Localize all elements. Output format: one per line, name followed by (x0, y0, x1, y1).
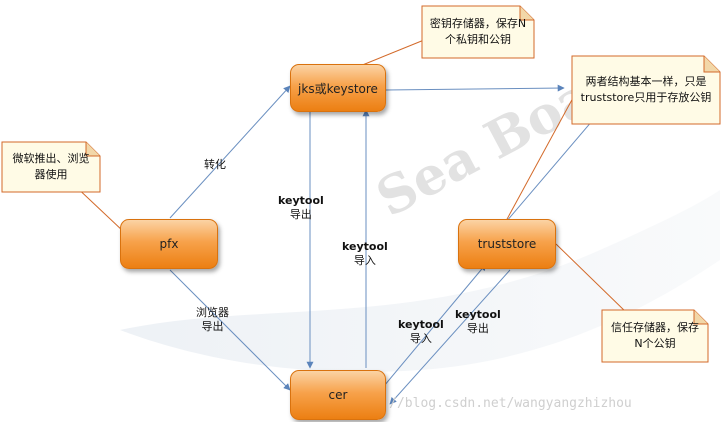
edge-label-browser-export-line1: 浏览器 (196, 306, 229, 319)
edge-label-browser-export-line2: 导出 (201, 320, 224, 333)
node-cer: cer (290, 370, 386, 420)
edge-label-keytool-export-2-action: 导出 (466, 322, 489, 335)
note-trust: 信任存储器，保存N个公钥 (611, 321, 699, 350)
note-box-keystore (421, 5, 535, 59)
edge-label-keytool-export-1-tool: keytool (278, 194, 324, 207)
watermark-url: http://blog.csdn.net/wangyangzhizhou (350, 396, 632, 411)
note-box-compare (571, 55, 721, 125)
watermark-swoosh (120, 190, 720, 372)
edge-label-keytool-export-1-action: 导出 (289, 208, 312, 221)
note-fold-keystore (519, 6, 534, 21)
edge-label-convert: 转化 (204, 158, 226, 171)
edge-label-keytool-import-2-tool: keytool (398, 318, 444, 331)
node-truststore: truststore (458, 219, 556, 269)
node-pfx: pfx (120, 219, 218, 269)
note-keystore: 密钥存储器，保存N个私钥和公钥 (429, 17, 527, 46)
edge-label-keytool-import-1: keytool 导入 (342, 240, 388, 268)
edge-label-keytool-import-2-action: 导入 (409, 332, 432, 345)
edge-pfx-to-cer (169, 269, 291, 391)
callout-line-keystore (359, 39, 425, 67)
edge-cer-to-truststore (383, 263, 487, 387)
edge-label-keytool-export-2: keytool 导出 (455, 308, 501, 336)
edge-label-browser-export: 浏览器 导出 (196, 306, 229, 334)
edge-label-keytool-import-1-tool: keytool (342, 240, 388, 253)
node-jks-keystore: jks或keystore (290, 64, 386, 112)
edge-truststore-to-cer (389, 269, 511, 405)
note-box-microsoft (1, 141, 101, 193)
callout-line-trust (555, 243, 629, 315)
edge-label-keytool-import-2: keytool 导入 (398, 318, 444, 346)
note-fold-trust (693, 310, 708, 325)
note-fold-compare (703, 56, 720, 73)
note-compare: 两者结构基本一样，只是truststore只用于存放公钥 (580, 75, 712, 104)
note-fold-microsoft (85, 142, 100, 157)
edge-label-keytool-export-1: keytool 导出 (278, 194, 324, 222)
note-box-trust (601, 309, 709, 363)
edge-jks-to-compare (385, 84, 565, 92)
edge-label-keytool-import-1-action: 导入 (353, 254, 376, 267)
edge-pfx-to-jks (169, 85, 291, 219)
callout-line-compare (505, 95, 575, 222)
note-microsoft: 微软推出、浏览器使用 (12, 152, 90, 181)
edge-label-keytool-export-2-tool: keytool (455, 308, 501, 321)
